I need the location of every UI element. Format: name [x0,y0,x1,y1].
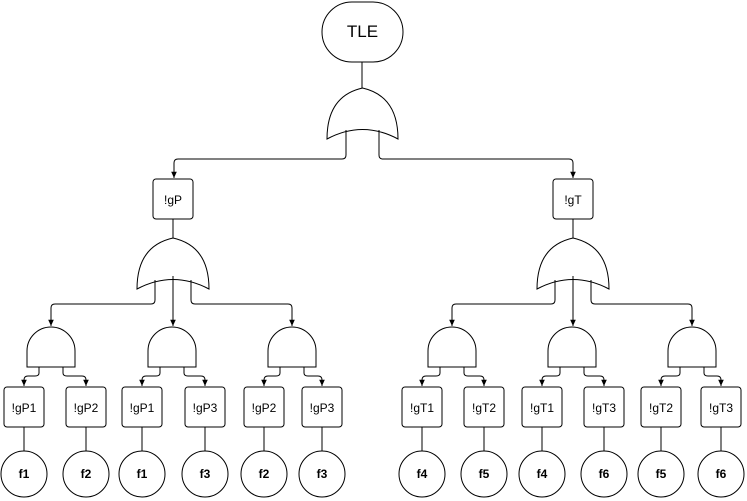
basic-event-f1-b[interactable]: f1 [118,450,166,498]
basic-event-f3-c[interactable]: f3 [298,450,346,498]
basic-event-label: f1 [137,467,148,481]
basic-event-label: f2 [259,467,270,481]
and-gate-edges [21,367,724,386]
sub-event-label: !gT3 [592,401,616,415]
basic-event-f3-b[interactable]: f3 [181,450,229,498]
intermediate-event-gt-label: !gT [564,193,582,207]
and-gate-p-3[interactable] [267,326,317,368]
sub-event-gp3-b[interactable]: !gP3 [184,386,226,428]
and-gate-t-2[interactable] [547,326,597,368]
basic-event-label: f3 [317,467,328,481]
top-event-label: TLE [347,22,378,41]
basic-event-f5-c[interactable]: f5 [637,450,685,498]
basic-event-f4-b[interactable]: f4 [518,450,566,498]
edge-gp-gate-to-and-1 [48,280,156,326]
basic-event-f1-a[interactable]: f1 [0,450,48,498]
sub-event-gt1-a[interactable]: !gT1 [401,386,443,428]
sub-event-gp1-a[interactable]: !gP1 [3,386,45,428]
intermediate-event-gt[interactable]: !gT [552,178,594,220]
and-gate-p-2[interactable] [147,326,197,368]
sub-event-gt1-b[interactable]: !gT1 [521,386,563,428]
intermediate-event-gp-label: !gP [164,193,182,207]
sub-event-gt3-b[interactable]: !gT3 [583,386,625,428]
basic-event-label: f6 [599,467,610,481]
sub-event-gt2-a[interactable]: !gT2 [463,386,505,428]
basic-event-label: f1 [19,467,30,481]
sub-event-label: !gT2 [649,401,673,415]
and-gate-p-1[interactable] [26,326,76,368]
basic-event-label: f6 [716,467,727,481]
sub-event-gt2-c[interactable]: !gT2 [640,386,682,428]
basic-event-label: f3 [200,467,211,481]
edge-top-gate-to-gp [171,130,347,178]
sub-event-gp2-c[interactable]: !gP2 [243,386,285,428]
sub-event-label: !gP3 [193,401,218,415]
sub-event-gp3-c[interactable]: !gP3 [301,386,343,428]
edge-gt-gate-to-and-3 [590,280,695,326]
edge-gp-gate-to-and-3 [190,280,295,326]
basic-event-label: f4 [537,467,548,481]
basic-event-f2-c[interactable]: f2 [240,450,288,498]
or-gate-top[interactable] [326,87,399,140]
top-event-tle[interactable]: TLE [321,1,404,63]
sub-event-label: !gP1 [130,401,155,415]
intermediate-event-gp[interactable]: !gP [152,178,194,220]
basic-event-f6-c[interactable]: f6 [697,450,745,498]
sub-event-label: !gP2 [252,401,277,415]
basic-event-connectors [23,427,722,451]
sub-event-label: !gP2 [74,401,99,415]
edge-top-gate-to-gt [378,130,576,178]
sub-event-label: !gT3 [709,401,733,415]
basic-event-label: f5 [479,467,490,481]
basic-event-f2-a[interactable]: f2 [62,450,110,498]
basic-event-f4-a[interactable]: f4 [398,450,446,498]
sub-event-label: !gT1 [530,401,554,415]
basic-event-label: f5 [656,467,667,481]
basic-event-f6-b[interactable]: f6 [580,450,628,498]
basic-event-f5-a[interactable]: f5 [460,450,508,498]
sub-event-label: !gP1 [12,401,37,415]
sub-event-label: !gP3 [310,401,335,415]
sub-event-label: !gT2 [472,401,496,415]
and-gate-t-1[interactable] [427,326,477,368]
sub-event-gt3-c[interactable]: !gT3 [700,386,742,428]
basic-event-label: f4 [417,467,428,481]
and-gate-t-3[interactable] [667,326,717,368]
sub-event-gp1-b[interactable]: !gP1 [121,386,163,428]
sub-event-label: !gT1 [410,401,434,415]
sub-event-gp2-a[interactable]: !gP2 [65,386,107,428]
edge-gt-gate-to-and-1 [449,280,556,326]
basic-event-label: f2 [81,467,92,481]
